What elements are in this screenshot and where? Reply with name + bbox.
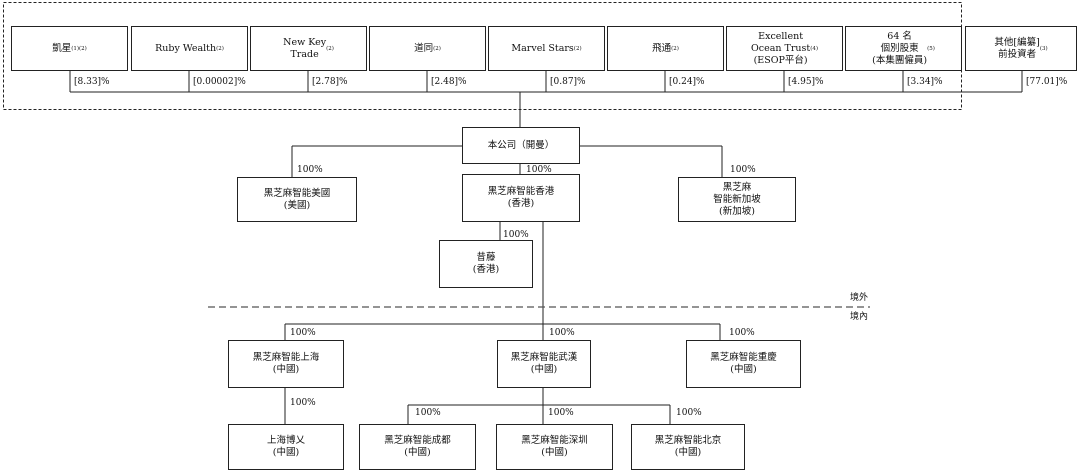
ownership-percentage: 100% — [729, 328, 755, 338]
shareholding-percentage: [2.78]% — [312, 77, 348, 87]
subsidiary-box-wuhan: 黑芝麻智能武漢 (中國) — [497, 340, 591, 388]
shareholding-percentage: [0.24]% — [669, 77, 705, 87]
ownership-percentage: 100% — [290, 398, 316, 408]
subsidiary-name: 黑芝麻智能成都 (中國) — [384, 435, 451, 458]
shareholder-box: 凱星(1)(2) — [11, 26, 128, 71]
subsidiary-box-chongqing: 黑芝麻智能重慶 (中國) — [686, 340, 801, 388]
subsidiary-name: 黑芝麻智能上海 (中國) — [252, 352, 320, 375]
shareholder-name: 其他[編纂] 前投資者 — [994, 36, 1040, 60]
subsidiary-box-hongkong: 黑芝麻智能香港 (香港) — [462, 174, 580, 222]
subsidiary-name: 黑芝麻智能重慶 (中國) — [710, 352, 777, 375]
subsidiary-box-boyi: 上海博乂 (中國) — [228, 424, 344, 470]
shareholder-box: Excellent Ocean Trust (ESOP平台)(4) — [726, 26, 843, 71]
ownership-percentage: 100% — [676, 408, 702, 418]
footnote-ref: (2) — [326, 45, 334, 52]
ownership-percentage: 100% — [503, 230, 529, 240]
shareholder-name: 飛通 — [652, 42, 672, 54]
footnote-ref: (5) — [927, 45, 935, 52]
ownership-percentage: 100% — [297, 165, 323, 175]
footnote-ref: (4) — [810, 45, 819, 52]
subsidiary-name: 黑芝麻智能美國 (美國) — [263, 187, 331, 211]
shareholder-name: Excellent Ocean Trust (ESOP平台) — [750, 30, 811, 66]
company-name: 本公司（開曼） — [487, 139, 555, 151]
subsidiary-name: 黑芝麻智能北京 (中國) — [654, 435, 722, 458]
subsidiary-name: 上海博乂 (中國) — [266, 435, 305, 458]
ownership-percentage: 100% — [548, 408, 574, 418]
shareholding-percentage: [4.95]% — [788, 77, 824, 87]
shareholder-box: Ruby Wealth(2) — [131, 26, 248, 71]
subsidiary-box-singapore: 黑芝麻 智能新加坡 (新加坡) — [678, 177, 796, 222]
shareholder-box: New Key Trade(2) — [250, 26, 367, 71]
subsidiary-box-beijing: 黑芝麻智能北京 (中國) — [631, 424, 745, 470]
footnote-ref: (3) — [1039, 45, 1048, 52]
shareholder-name: 凱星 — [52, 42, 72, 54]
footnote-ref: (1)(2) — [71, 45, 87, 52]
shareholding-percentage: [3.34]% — [907, 77, 943, 87]
shareholder-box: Marvel Stars(2) — [488, 26, 605, 71]
shareholder-box: 其他[編纂] 前投資者(3) — [965, 26, 1077, 71]
subsidiary-box-chengdu: 黑芝麻智能成都 (中國) — [359, 424, 476, 470]
footnote-ref: (2) — [433, 45, 441, 52]
subsidiary-name: 黑芝麻智能深圳 (中國) — [521, 435, 588, 458]
subsidiary-box-usa: 黑芝麻智能美國 (美國) — [237, 177, 357, 222]
shareholder-name: Ruby Wealth — [155, 42, 217, 54]
subsidiary-box-shenzhen: 黑芝麻智能深圳 (中國) — [496, 424, 613, 470]
ownership-percentage: 100% — [290, 328, 316, 338]
shareholder-name: New Key Trade — [283, 36, 327, 60]
shareholding-percentage: [2.48]% — [431, 77, 467, 87]
onshore-label: 境內 — [850, 312, 869, 322]
shareholding-percentage: [77.01]% — [1026, 77, 1068, 87]
subsidiary-name: 昔藤 (香港) — [472, 252, 500, 275]
shareholding-percentage: [0.00002]% — [193, 77, 246, 87]
ownership-percentage: 100% — [549, 328, 575, 338]
ownership-percentage: 100% — [415, 408, 441, 418]
footnote-ref: (2) — [216, 45, 224, 52]
shareholding-percentage: [8.33]% — [74, 77, 110, 87]
company-box: 本公司（開曼） — [462, 127, 580, 164]
subsidiary-box-xiteng: 昔藤 (香港) — [439, 240, 533, 288]
offshore-label: 境外 — [850, 293, 869, 303]
shareholder-box: 道同(2) — [369, 26, 486, 71]
footnote-ref: (2) — [573, 45, 582, 52]
shareholder-name: Marvel Stars — [511, 42, 574, 54]
subsidiary-name: 黑芝麻智能武漢 (中國) — [510, 352, 578, 375]
shareholding-percentage: [0.87]% — [550, 77, 586, 87]
shareholder-box: 飛通(2) — [607, 26, 724, 71]
ownership-percentage: 100% — [526, 165, 552, 175]
ownership-percentage: 100% — [730, 165, 756, 175]
subsidiary-name: 黑芝麻 智能新加坡 (新加坡) — [713, 181, 761, 217]
footnote-ref: (2) — [671, 45, 679, 52]
subsidiary-box-shanghai: 黑芝麻智能上海 (中國) — [228, 340, 344, 388]
shareholder-name: 道同 — [414, 42, 434, 54]
subsidiary-name: 黑芝麻智能香港 (香港) — [487, 186, 555, 209]
shareholder-box: 64 名 個別股東 (本集團僱員)(5) — [845, 26, 962, 71]
shareholder-name: 64 名 個別股東 (本集團僱員) — [872, 30, 928, 66]
